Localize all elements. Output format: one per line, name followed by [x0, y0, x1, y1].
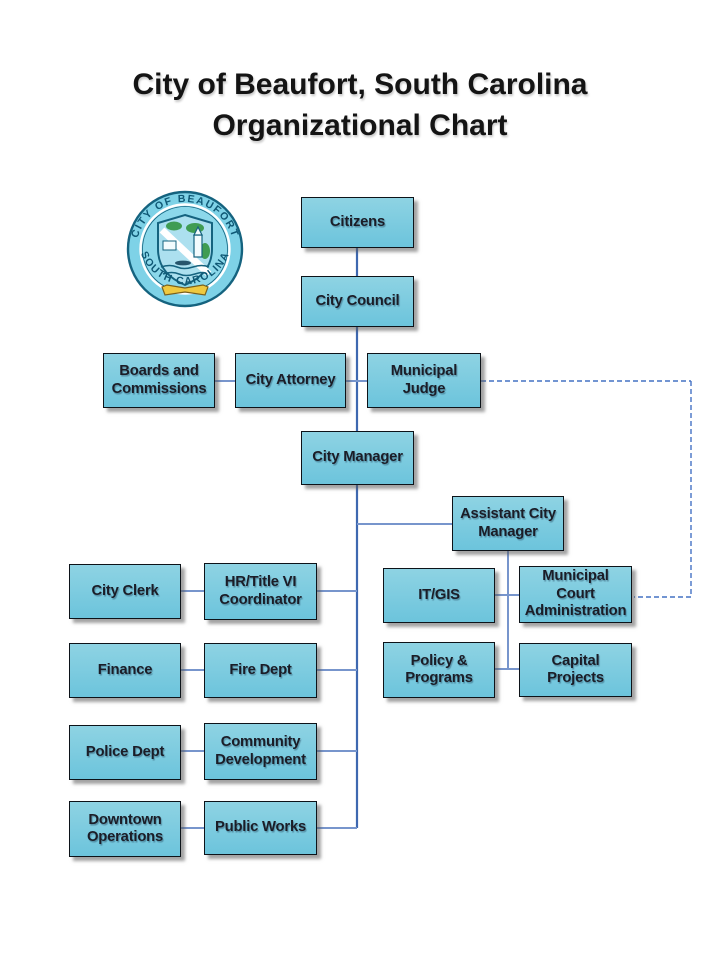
org-box-finance: Finance [69, 643, 181, 698]
org-box-city-clerk: City Clerk [69, 564, 181, 619]
org-box-city-council: City Council [301, 276, 414, 327]
org-box-municipal-court-administration: Municipal Court Administration [519, 566, 632, 623]
city-seal-icon: CITY OF BEAUFORT SOUTH CAROLINA [126, 190, 244, 308]
org-box-citizens: Citizens [301, 197, 414, 248]
org-box-city-manager: City Manager [301, 431, 414, 485]
org-box-assistant-city-manager: Assistant City Manager [452, 496, 564, 551]
page-title: City of Beaufort, South Carolina Organiz… [0, 64, 720, 146]
page-title-line2: Organizational Chart [212, 109, 508, 142]
org-box-boards-and-commissions: Boards and Commissions [103, 353, 215, 408]
org-box-city-attorney: City Attorney [235, 353, 346, 408]
org-box-fire-dept: Fire Dept [204, 643, 317, 698]
org-box-policy-programs: Policy & Programs [383, 642, 495, 698]
org-box-public-works: Public Works [204, 801, 317, 855]
org-box-downtown-operations: Downtown Operations [69, 801, 181, 857]
org-box-it-gis: IT/GIS [383, 568, 495, 623]
org-box-capital-projects: Capital Projects [519, 643, 632, 697]
org-box-police-dept: Police Dept [69, 725, 181, 780]
org-box-municipal-judge: Municipal Judge [367, 353, 481, 408]
org-box-hr-title-vi-coordinator: HR/Title VI Coordinator [204, 563, 317, 620]
page-title-line1: City of Beaufort, South Carolina [132, 68, 588, 101]
org-box-community-development: Community Development [204, 723, 317, 780]
